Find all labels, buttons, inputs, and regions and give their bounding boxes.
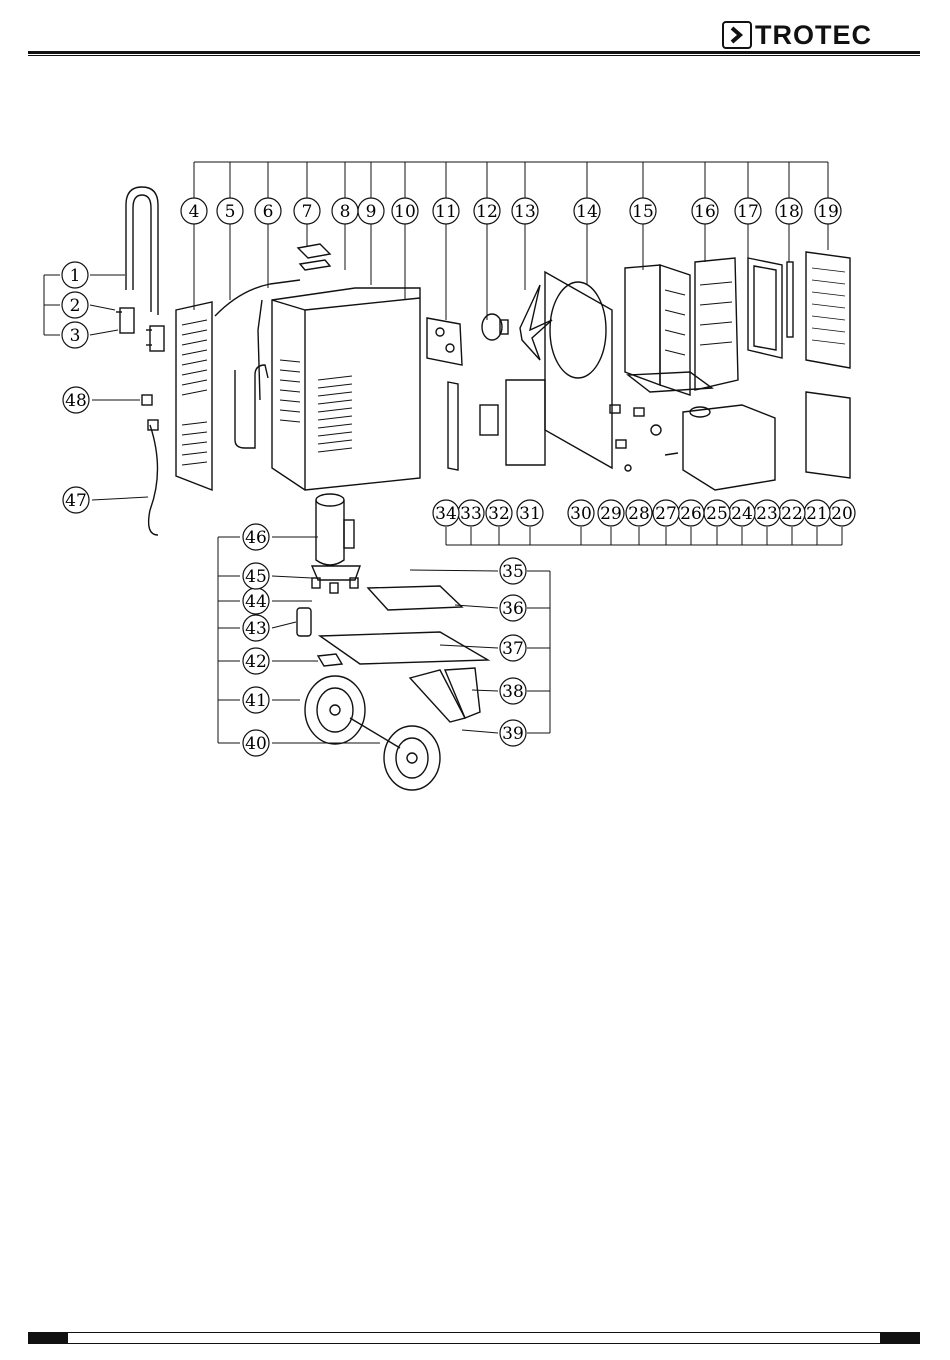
callout-number-25: 25 <box>706 504 728 524</box>
callout-number-3: 3 <box>70 326 81 346</box>
callout-number-17: 17 <box>737 202 759 222</box>
callout-number-26: 26 <box>680 504 702 524</box>
callout-number-19: 19 <box>817 202 839 222</box>
callout-number-23: 23 <box>756 504 778 524</box>
footer-bar-right <box>880 1332 920 1344</box>
callout-number-37: 37 <box>502 639 524 659</box>
callout-number-1: 1 <box>70 266 81 286</box>
callout-number-15: 15 <box>632 202 654 222</box>
callout-number-27: 27 <box>655 504 677 524</box>
callout-number-18: 18 <box>778 202 800 222</box>
callout-number-20: 20 <box>831 504 853 524</box>
callout-number-40: 40 <box>245 734 267 754</box>
callout-number-42: 42 <box>245 652 267 672</box>
callout-number-41: 41 <box>245 691 267 711</box>
callout-number-45: 45 <box>245 567 267 587</box>
callout-number-16: 16 <box>694 202 716 222</box>
callout-number-32: 32 <box>488 504 510 524</box>
callout-number-28: 28 <box>628 504 650 524</box>
callout-number-36: 36 <box>502 599 524 619</box>
callout-number-12: 12 <box>476 202 498 222</box>
callout-number-24: 24 <box>731 504 753 524</box>
footer-bar-left <box>28 1332 68 1344</box>
callout-number-38: 38 <box>502 682 524 702</box>
callout-number-30: 30 <box>570 504 592 524</box>
callout-number-14: 14 <box>576 202 598 222</box>
callout-number-46: 46 <box>245 528 267 548</box>
callout-number-48: 48 <box>65 391 87 411</box>
callout-number-6: 6 <box>263 202 274 222</box>
callout-number-22: 22 <box>781 504 803 524</box>
callout-number-43: 43 <box>245 619 267 639</box>
callout-number-21: 21 <box>806 504 828 524</box>
callout-number-7: 7 <box>302 202 313 222</box>
callout-number-5: 5 <box>225 202 236 222</box>
callout-number-2: 2 <box>70 296 81 316</box>
callout-number-47: 47 <box>65 491 87 511</box>
callout-number-13: 13 <box>514 202 536 222</box>
callout-number-9: 9 <box>366 202 377 222</box>
callout-number-33: 33 <box>460 504 482 524</box>
callout-number-44: 44 <box>245 592 267 612</box>
callout-number-4: 4 <box>189 202 200 222</box>
callout-number-31: 31 <box>519 504 541 524</box>
callout-number-34: 34 <box>435 504 457 524</box>
callout-number-35: 35 <box>502 562 524 582</box>
callout-number-39: 39 <box>502 724 524 744</box>
footer-bar <box>28 1332 920 1344</box>
callout-number-10: 10 <box>394 202 416 222</box>
callout-number-8: 8 <box>340 202 351 222</box>
callout-number-11: 11 <box>435 202 457 222</box>
callout-number-29: 29 <box>600 504 622 524</box>
